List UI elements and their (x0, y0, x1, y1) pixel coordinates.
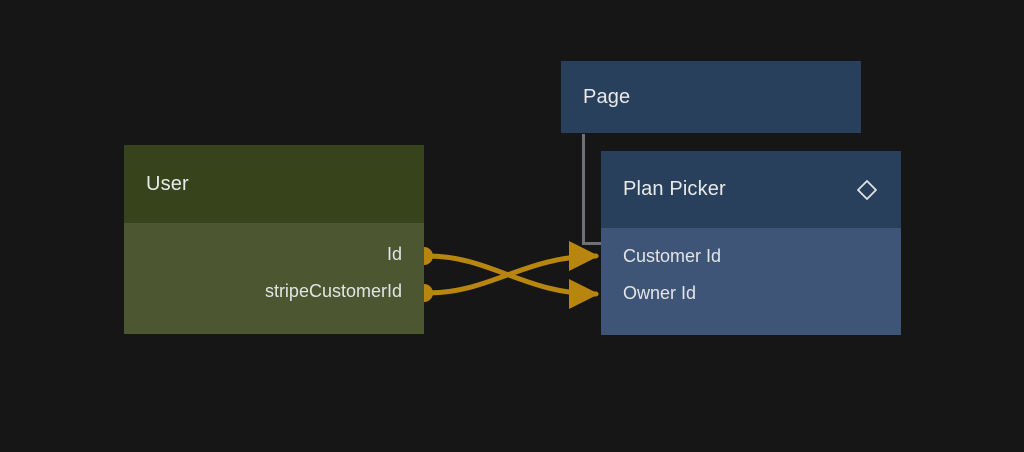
node-plan-picker-header[interactable]: Plan Picker (601, 151, 901, 228)
field-plan-picker-customer-id[interactable]: Customer Id (623, 246, 722, 266)
edge-user-stripecustomerid-to-customer-id (425, 241, 599, 296)
node-page[interactable]: Page (561, 61, 861, 133)
node-user-body: Id stripeCustomerId (124, 223, 424, 334)
node-plan-picker-body: Customer Id Owner Id (601, 228, 901, 335)
diamond-icon[interactable] (855, 178, 879, 202)
node-page-header[interactable]: Page (561, 61, 861, 133)
edge-user-id-to-owner-id (425, 253, 599, 309)
node-user[interactable]: User Id stripeCustomerId (124, 145, 424, 334)
node-plan-picker[interactable]: Plan Picker Customer Id Owner Id (601, 151, 901, 335)
field-plan-picker-owner-id[interactable]: Owner Id (623, 283, 697, 303)
node-user-header[interactable]: User (124, 145, 424, 223)
node-user-title: User (146, 172, 189, 195)
edge-page-contains-planpicker (582, 134, 601, 245)
node-page-title: Page (583, 85, 631, 108)
field-user-id[interactable]: Id (386, 244, 402, 264)
node-plan-picker-title: Plan Picker (623, 178, 726, 200)
field-user-stripecustomerid[interactable]: stripeCustomerId (264, 281, 402, 301)
